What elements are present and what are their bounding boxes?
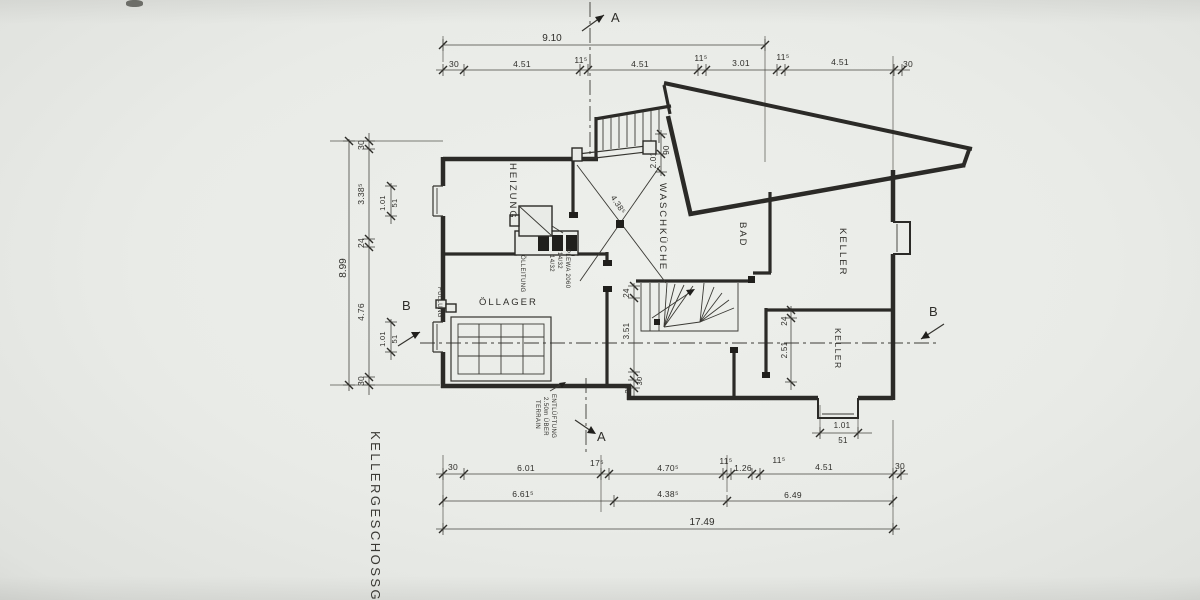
room-label-heizung: HEIZUNG bbox=[507, 163, 518, 220]
dim-waschkueche-diag: 4.38⁵ bbox=[609, 194, 628, 216]
dim-win-right-51: 51 bbox=[838, 436, 848, 445]
window-east bbox=[893, 221, 911, 255]
dim-left-total bbox=[343, 136, 355, 391]
dim-top-2: 11⁵ bbox=[574, 55, 587, 65]
dim-bot1-1: 6.01 bbox=[517, 463, 535, 473]
dim-total-910: 9.10 bbox=[542, 33, 562, 44]
photo-smudge bbox=[126, 0, 143, 7]
dim-left-3: 4.76 bbox=[356, 303, 366, 321]
waschkueche-diagonals bbox=[576, 164, 667, 284]
dim-stairtop-90: 90 bbox=[662, 145, 671, 155]
annotation-plewa-1: PLEWA 2060 bbox=[564, 249, 570, 289]
dim-jog-25: 25 bbox=[623, 385, 632, 394]
window-south bbox=[817, 398, 859, 419]
dim-stair-top bbox=[655, 129, 667, 177]
dim-win-right-101: 1.01 bbox=[834, 421, 851, 430]
dim-top-8: 30 bbox=[903, 59, 913, 69]
dim-stair bbox=[628, 281, 640, 398]
dim-total-899: 8.99 bbox=[338, 258, 349, 278]
room-label-waschkueche: WASCHKÜCHE bbox=[657, 183, 668, 271]
dim-stair-24: 24 bbox=[622, 288, 631, 298]
dim-left-1: 3.38⁵ bbox=[356, 183, 366, 205]
room-label-keller-main: KELLER bbox=[837, 228, 848, 276]
drawing-title: KELLERGESCHOSSGR bbox=[368, 431, 383, 600]
section-label-b-left: B bbox=[402, 298, 411, 313]
annotation-oelleitung: ÖLLEITUNG bbox=[519, 255, 526, 293]
room-label-oellager: ÖLLAGER bbox=[479, 297, 538, 308]
dim-top-7: 4.51 bbox=[831, 57, 849, 67]
annotation-plewa-2: 14/32 bbox=[556, 252, 562, 269]
section-label-a-bottom: A bbox=[597, 429, 606, 444]
room-label-bad: BAD bbox=[737, 222, 748, 248]
fill-pipe bbox=[435, 299, 457, 313]
dim-bot2-2: 6.49 bbox=[784, 490, 802, 500]
dim-top-1: 4.51 bbox=[513, 59, 531, 69]
dim-win-upper-51: 51 bbox=[390, 199, 399, 208]
dim-stair-351: 3.51 bbox=[622, 322, 631, 339]
section-label-b-right: B bbox=[929, 304, 938, 319]
dim-top-0: 30 bbox=[449, 59, 459, 69]
dim-bot2-1: 4.38⁵ bbox=[657, 489, 679, 499]
dim-left-4: 30 bbox=[356, 376, 366, 386]
dim-bottom-total bbox=[436, 523, 900, 535]
dim-top-row bbox=[436, 64, 910, 76]
window-west-lower bbox=[432, 321, 443, 353]
oil-tank bbox=[450, 316, 552, 382]
dim-win-upper-101: 1.01 bbox=[378, 195, 387, 211]
dim-top-3: 4.51 bbox=[631, 59, 649, 69]
dim-bot2-0: 6.61⁵ bbox=[512, 489, 534, 499]
dim-top-5: 3.01 bbox=[732, 58, 750, 68]
dim-window-right bbox=[812, 427, 872, 439]
annotation-fuellung: FÜLLUNG bbox=[436, 287, 443, 318]
annotation-ent-3: TERRAIN bbox=[534, 400, 540, 429]
section-marker-b-right: B bbox=[920, 304, 945, 340]
section-marker-a-top: A bbox=[581, 10, 620, 32]
dim-ks-24: 24 bbox=[780, 316, 789, 326]
stair-top bbox=[571, 108, 660, 162]
annotation-entlueftung: ENTLÜFTUNG 2.50m ÜBER TERRAIN bbox=[534, 382, 566, 438]
dim-jog-30: 30 bbox=[635, 377, 644, 386]
dim-bot1-0: 30 bbox=[448, 462, 458, 472]
dim-ks-251: 2.51 bbox=[780, 341, 789, 358]
dim-stairtop-201: 2.01 bbox=[649, 151, 658, 168]
dim-bot1-2: 17⁵ bbox=[590, 458, 604, 468]
dim-bottom-row2 bbox=[438, 495, 898, 507]
dim-top-total bbox=[438, 39, 770, 51]
dim-bot1-7: 4.51 bbox=[815, 462, 833, 472]
section-marker-b-left: B bbox=[397, 298, 421, 347]
dim-bot1-8: 30 bbox=[895, 461, 905, 471]
stair-winder bbox=[640, 282, 739, 332]
dim-left-row bbox=[363, 133, 375, 395]
annotation-ent-2: 2.50m ÜBER bbox=[542, 397, 549, 436]
dim-window-upper bbox=[385, 181, 397, 224]
section-marker-a-bottom: A bbox=[574, 419, 606, 444]
dim-bot1-5: 1.26 bbox=[734, 463, 752, 473]
dim-total-1749: 17.49 bbox=[689, 517, 714, 528]
room-label-keller-small: KELLER bbox=[833, 328, 843, 370]
witness-lines bbox=[330, 36, 894, 532]
annotation-plewa-3: 14/32 bbox=[548, 255, 554, 272]
dim-win-lower-51: 51 bbox=[390, 335, 399, 344]
section-lines bbox=[420, 2, 936, 452]
annotation-ent-1: ENTLÜFTUNG bbox=[550, 394, 557, 438]
window-niches bbox=[432, 185, 911, 419]
boiler-symbol bbox=[509, 205, 564, 237]
dim-bot1-4: 11⁵ bbox=[719, 456, 732, 466]
dim-bot1-3: 4.70⁵ bbox=[657, 463, 679, 473]
dim-bot1-6: 11⁵ bbox=[772, 455, 785, 465]
dim-win-lower-101: 1.01 bbox=[378, 331, 387, 347]
dim-top-4: 11⁵ bbox=[694, 53, 707, 63]
dim-bottom-row1 bbox=[436, 468, 908, 480]
dim-top-6: 11⁵ bbox=[776, 52, 789, 62]
window-west-upper bbox=[432, 185, 443, 217]
section-label-a-top: A bbox=[611, 10, 620, 25]
dim-left-0: 30 bbox=[356, 140, 366, 150]
dim-window-lower bbox=[385, 317, 397, 360]
dim-left-2: 24 bbox=[356, 238, 366, 248]
